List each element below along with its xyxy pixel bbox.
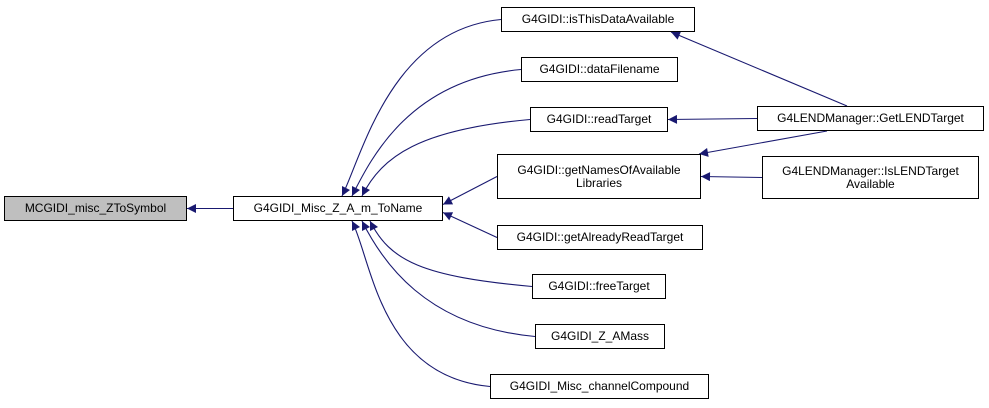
node-label: MCGIDI_misc_ZToSymbol bbox=[24, 201, 167, 215]
node-label: G4GIDI::dataFilename bbox=[539, 62, 660, 76]
node-label: G4GIDI::readTarget bbox=[546, 112, 652, 126]
node-label-line1: G4GIDI::getNamesOfAvailable bbox=[517, 162, 681, 177]
node-g4gidi-misc-z-a-m-toname[interactable]: G4GIDI_Misc_Z_A_m_ToName bbox=[233, 196, 443, 221]
node-g4lendmanager-getlendtarget[interactable]: G4LENDManager::GetLENDTarget bbox=[757, 106, 984, 131]
node-g4gidi-isthisdataavailable[interactable]: G4GIDI::isThisDataAvailable bbox=[501, 7, 695, 32]
node-label: G4GIDI::freeTarget bbox=[548, 279, 650, 293]
node-g4gidi-readtarget[interactable]: G4GIDI::readTarget bbox=[530, 107, 668, 132]
edge-is-this-data-available-to-z-a-m-to-name bbox=[341, 18, 502, 197]
node-label: G4GIDI::getAlreadyReadTarget bbox=[516, 230, 684, 244]
node-label: G4GIDI::isThisDataAvailable bbox=[521, 12, 675, 26]
node-label: G4LENDManager::GetLENDTarget bbox=[777, 111, 964, 125]
node-g4gidi-z-amass[interactable]: G4GIDI_Z_AMass bbox=[535, 324, 665, 349]
edge-data-filename-to-z-a-m-to-name bbox=[351, 68, 522, 197]
node-g4gidi-freetarget[interactable]: G4GIDI::freeTarget bbox=[532, 274, 666, 299]
node-label-line2: Available bbox=[846, 176, 895, 191]
edge-get-already-read-target-to-z-a-m-to-name bbox=[442, 212, 498, 238]
node-g4lendmanager-islendtargetavailable[interactable]: G4LENDManager::IsLENDTarget Available bbox=[762, 156, 979, 199]
edge-misc-channel-compound-to-z-a-m-to-name bbox=[351, 220, 491, 388]
edge-get-lend-target-to-is-this-data-available bbox=[670, 31, 848, 107]
edge-get-lend-target-to-get-names-of-available-libraries bbox=[698, 130, 828, 157]
edge-free-target-to-z-a-m-to-name bbox=[369, 220, 533, 288]
node-g4gidi-datafilename[interactable]: G4GIDI::dataFilename bbox=[521, 57, 678, 82]
node-mcgidi-misc-ztosymbol: MCGIDI_misc_ZToSymbol bbox=[4, 196, 187, 221]
node-label-line2: Libraries bbox=[575, 175, 623, 190]
node-label-line1: G4LENDManager::IsLENDTarget bbox=[782, 163, 959, 178]
node-g4gidi-getalreadyreadtarget[interactable]: G4GIDI::getAlreadyReadTarget bbox=[497, 225, 703, 250]
edge-get-lend-target-to-read-target bbox=[667, 114, 758, 124]
node-g4gidi-misc-channelcompound[interactable]: G4GIDI_Misc_channelCompound bbox=[490, 374, 709, 399]
edge-is-lend-target-available-to-get-names-of-available-libraries bbox=[700, 172, 763, 182]
node-label: G4GIDI_Misc_channelCompound bbox=[509, 379, 690, 393]
edge-get-names-of-available-libraries-to-z-a-m-to-name bbox=[442, 176, 498, 205]
node-label: G4GIDI_Z_AMass bbox=[550, 329, 650, 343]
edge-read-target-to-z-a-m-to-name bbox=[361, 118, 531, 197]
edge-z-amass-to-z-a-m-to-name bbox=[361, 220, 536, 338]
node-label: G4GIDI_Misc_Z_A_m_ToName bbox=[253, 201, 423, 215]
node-g4gidi-getnamesofavailablelibraries[interactable]: G4GIDI::getNamesOfAvailable Libraries bbox=[497, 154, 701, 199]
